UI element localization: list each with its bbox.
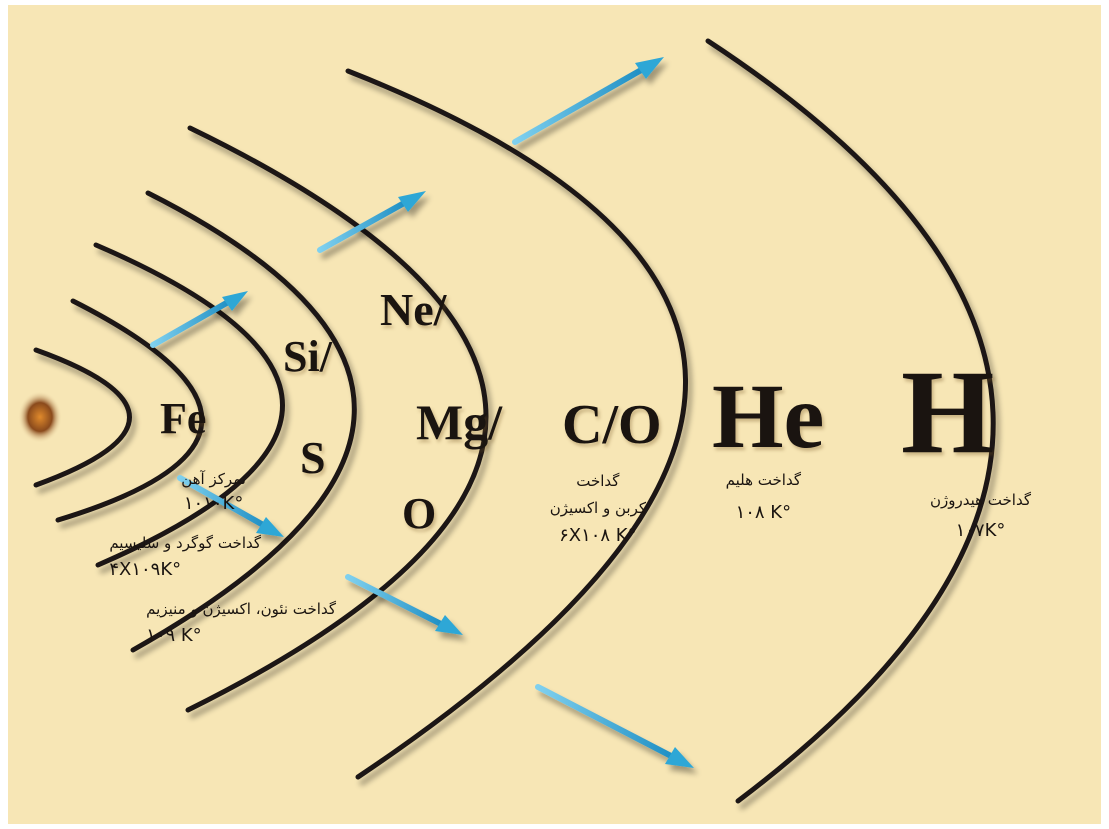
label-h-title: گداخت هیدروژن (930, 492, 1031, 509)
symbol-fe: Fe (160, 397, 206, 441)
label-c-o-temp: ۶X۱۰۸ K° (550, 526, 646, 547)
label-si-s-temp: ۴X۱۰۹K° (109, 560, 261, 581)
arrow-down-3 (538, 687, 694, 768)
label-ne-o-mg-temp: ۱۰۹ K° (146, 626, 336, 647)
label-iron-title: تمرکز آهن (181, 471, 246, 488)
label-he: گداخت هلیم ۱۰۸ K° (726, 472, 801, 524)
label-c-o-title1: گداخت (550, 473, 646, 490)
label-he-title: گداخت هلیم (726, 472, 801, 489)
symbol-ne: Ne/ (380, 287, 446, 333)
symbol-o: O (402, 492, 436, 536)
label-h: گداخت هیدروژن ۱۰۷K° (930, 492, 1031, 542)
label-he-temp: ۱۰۸ K° (726, 503, 801, 524)
label-ne-o-mg-title: گداخت نئون، اکسیژن و منیزیم (146, 601, 336, 618)
symbol-si: Si/ (283, 335, 332, 379)
symbol-he: He (712, 370, 824, 462)
label-ne-o-mg: گداخت نئون، اکسیژن و منیزیم ۱۰۹ K° (146, 601, 336, 647)
stellar-shells-diagram: Fe Si/ S Ne/ Mg/ O C/O He H تمرکز آهن ۱۰… (8, 5, 1101, 824)
label-iron-temp: ۱۰۱۰K° (181, 494, 246, 515)
symbol-s: S (300, 435, 326, 481)
label-h-temp: ۱۰۷K° (930, 521, 1031, 542)
arrow-down-2 (348, 577, 463, 635)
label-si-s: گداخت گوگرد و سلیسیم ۴X۱۰۹K° (109, 535, 261, 581)
label-c-o-title2: کربن و اکسیژن (550, 500, 646, 517)
label-iron: تمرکز آهن ۱۰۱۰K° (181, 471, 246, 515)
core-glow (18, 391, 62, 443)
arrow-up-3 (515, 57, 664, 142)
symbol-mg: Mg/ (416, 397, 502, 447)
label-si-s-title: گداخت گوگرد و سلیسیم (109, 535, 261, 552)
symbol-h: H (901, 352, 994, 472)
symbol-co: C/O (562, 397, 662, 453)
arrow-up-2 (320, 191, 426, 250)
label-c-o: گداخت کربن و اکسیژن ۶X۱۰۸ K° (550, 473, 646, 546)
